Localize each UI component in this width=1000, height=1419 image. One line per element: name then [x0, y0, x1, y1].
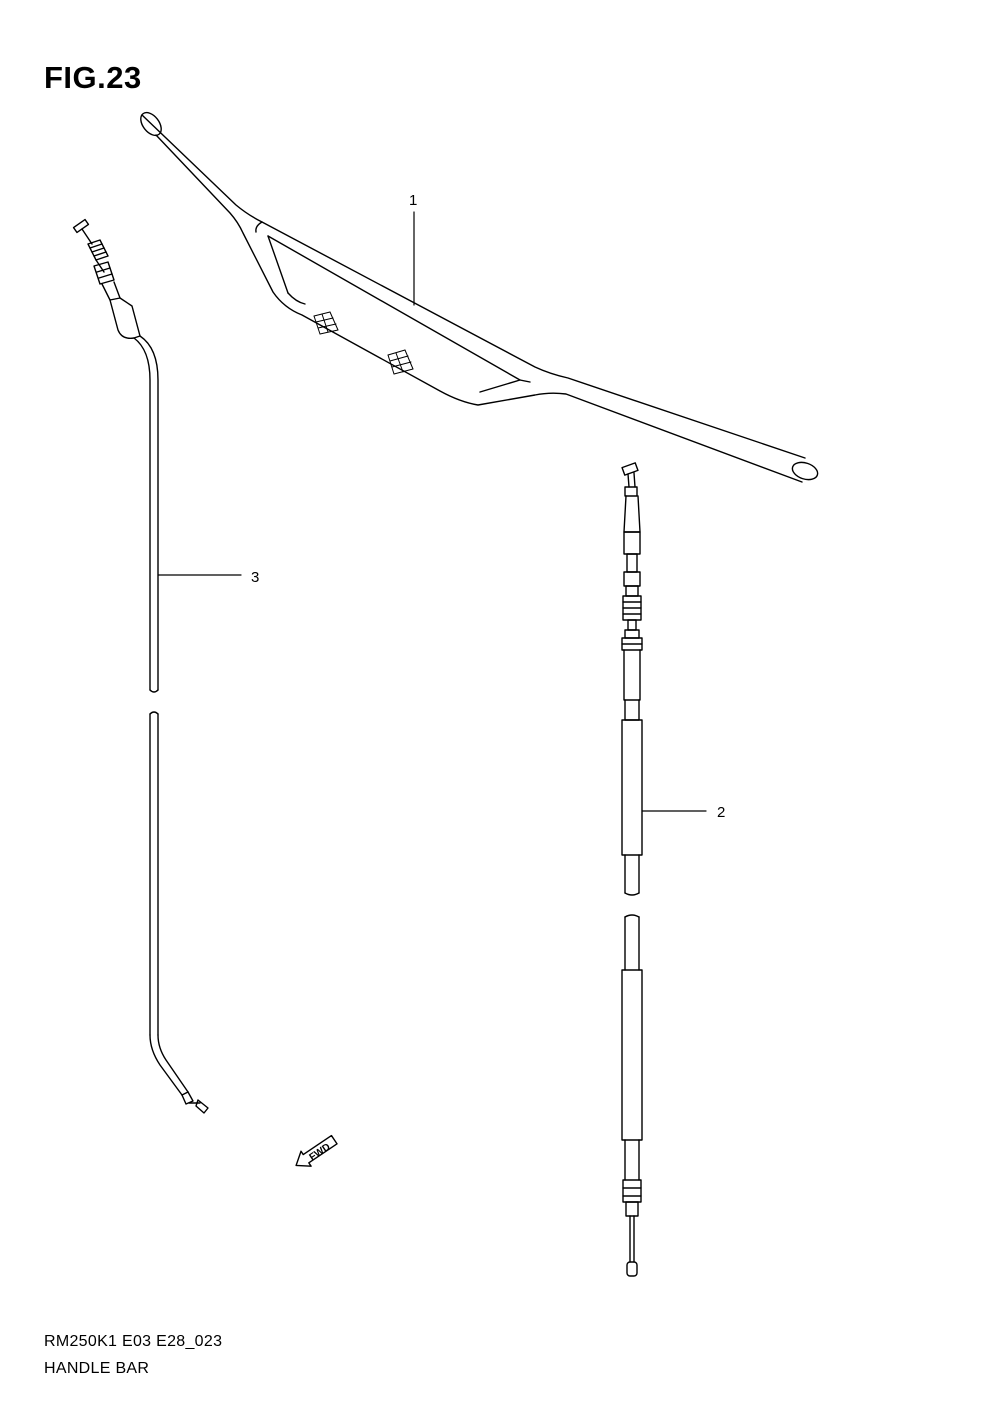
throttle-cable [621, 462, 707, 1277]
callout-number: 3 [251, 569, 259, 586]
fwd-arrow-icon [295, 1134, 338, 1167]
handle-bar [140, 111, 819, 483]
callout-number: 1 [409, 192, 417, 209]
diagram-code: RM250K1 E03 E28_023 [44, 1333, 223, 1350]
callout-number: 2 [717, 804, 725, 821]
diagram-name: HANDLE BAR [44, 1360, 150, 1377]
figure-title: FIG.23 [44, 60, 142, 95]
clutch-cable [72, 218, 242, 1114]
